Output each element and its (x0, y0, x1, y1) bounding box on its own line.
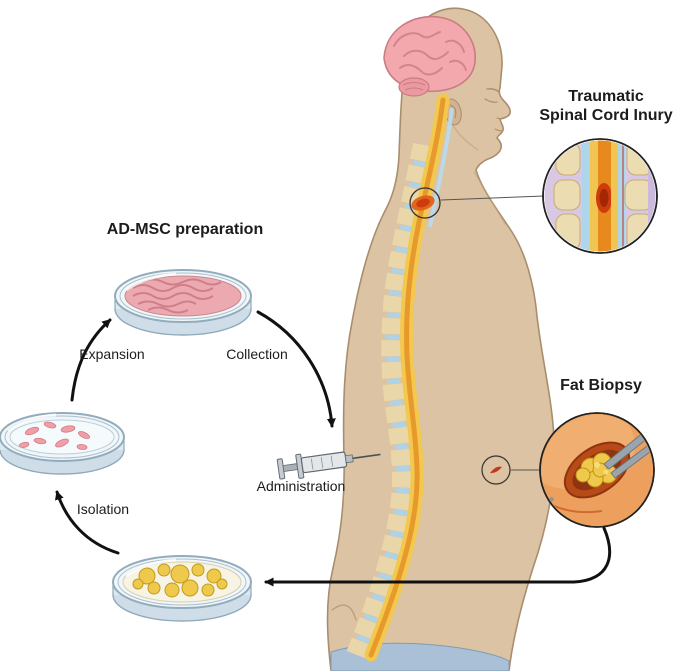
fat-fragments (132, 563, 228, 598)
isolated-cells (18, 421, 90, 450)
arrow-expansion (70, 318, 112, 402)
petri-dish-cultured-cells (114, 269, 252, 336)
vertebral-bodies (346, 142, 435, 660)
cell-sheet-texture (132, 278, 222, 314)
injury-inset (542, 138, 658, 254)
body-silhouette (326, 7, 556, 671)
arrow-biopsy-to-dish (264, 526, 612, 587)
biopsy-incision-mark (490, 466, 502, 474)
arrow-collection (256, 310, 336, 428)
label-injury-line2: Spinal Cord Inury (539, 107, 672, 124)
label-expansion: Expansion (79, 346, 144, 362)
label-injury-line1: Traumatic (568, 88, 644, 105)
petri-dish-fat-tissue (112, 555, 252, 622)
petri-dish-isolated-cells (0, 412, 125, 475)
label-isolation: Isolation (77, 501, 129, 517)
injury-callout-circle (409, 187, 441, 219)
label-fat-biopsy: Fat Biopsy (560, 377, 642, 394)
injury-inset-content (544, 140, 656, 252)
injury-callout-line (440, 195, 545, 201)
brain-gyri (393, 31, 467, 76)
label-administration: Administration (257, 478, 346, 494)
arrow-isolation (55, 490, 120, 555)
brain-illustration (383, 15, 476, 97)
process-arrows (55, 310, 612, 587)
injury-site-marker (409, 187, 545, 219)
syringe-icon (276, 451, 381, 480)
biopsy-site-marker (481, 455, 539, 485)
csf-line (428, 107, 454, 228)
label-prep-title: AD-MSC preparation (107, 221, 263, 238)
cerebellum (398, 77, 430, 97)
label-collection: Collection (226, 346, 287, 362)
